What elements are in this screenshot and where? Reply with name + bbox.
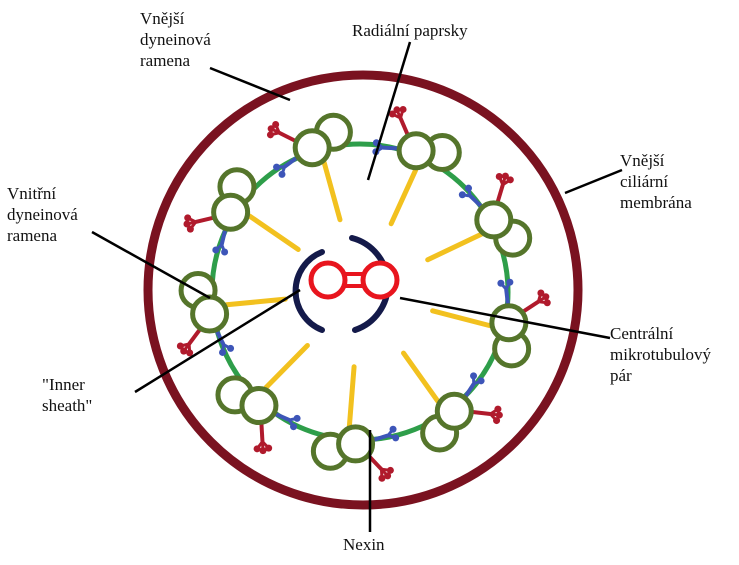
inner-dynein-head [459,191,466,198]
a-tubule [214,195,248,229]
radial-spoke [324,163,340,220]
label-line: ramena [7,225,78,246]
outer-dynein-arm [196,218,213,222]
label-line: dyneinová [140,29,211,50]
label-line: ramena [140,50,211,71]
inner-dynein-head [506,279,513,286]
inner-dynein-head [227,345,234,352]
central-microtubule-left [311,263,345,297]
label-line: pár [610,365,711,386]
radial-spoke [391,170,415,224]
central-microtubule-right [363,263,397,297]
outer-dynein-head [183,221,190,228]
outer-dynein-head [400,106,407,113]
a-tubule [437,394,471,428]
inner-dynein-head [219,349,226,356]
label-line: ciliární [620,171,692,192]
label-nexin: Nexin [343,534,385,555]
label-line: sheath" [42,395,92,416]
a-tubule [242,389,276,423]
label-central-pair: Centrální mikrotubulový pár [610,323,711,386]
label-ciliary-membrane: Vnější ciliární membrána [620,150,692,213]
label-inner-dynein-arms: Vnitřní dyneinová ramena [7,183,78,246]
a-tubule [477,203,511,237]
outer-dynein-arm [498,185,503,202]
inner-dynein-head [390,426,397,433]
label-line: Vnitřní [7,183,78,204]
leader-membrane [565,170,622,193]
outer-dynein-arm [261,424,262,442]
inner-dynein-head [294,415,301,422]
outer-dynein-head [542,293,549,300]
label-line: Vnější [620,150,692,171]
radial-spoke [404,353,438,401]
label-line: mikrotubulový [610,344,711,365]
outer-dynein-arm [523,302,538,312]
inner-dynein-head [290,423,297,430]
outer-dynein-arm [279,133,295,141]
outer-dynein-head [493,417,500,424]
radial-spokes [227,163,490,426]
inner-dynein-head [478,377,485,384]
outer-dynein-head [177,342,184,349]
a-tubule [399,134,433,168]
outer-dynein-arm [400,118,407,134]
leader-outer-dynein [210,68,290,100]
label-outer-dynein-arms: Vnější dyneinová ramena [140,8,211,71]
inner-dynein-head [465,185,472,192]
a-tubule [339,427,373,461]
radial-spoke [349,367,354,426]
outer-dynein-head [184,214,191,221]
a-tubule [193,297,227,331]
label-line: Centrální [610,323,711,344]
inner-dynein-head [221,249,228,256]
outer-dynein-head [496,173,503,180]
outer-dynein-arms [177,106,551,482]
inner-dynein-head [470,372,477,379]
outer-microtubule-doublets [181,115,530,468]
inner-dynein-head [497,280,504,287]
a-tubule [492,306,526,340]
outer-dynein-head [393,106,400,113]
label-line: Vnější [140,8,211,29]
inner-dynein-head [212,246,219,253]
outer-dynein-head [259,447,266,454]
inner-dynein-head [273,164,280,171]
inner-dynein-head [278,171,285,178]
a-tubule [295,131,329,165]
outer-dynein-head [544,299,551,306]
outer-dynein-head [507,176,514,183]
label-line: Radiální paprsky [352,20,468,41]
outer-dynein-head [494,406,501,413]
radial-spoke [428,234,481,259]
label-line: "Inner [42,374,92,395]
inner-dynein-head [392,434,399,441]
radial-spoke [250,216,299,249]
outer-dynein-arm [189,330,200,344]
outer-dynein-head [272,121,279,128]
label-radial-spokes: Radiální paprsky [352,20,468,41]
outer-dynein-head [254,445,261,452]
outer-dynein-head [378,475,385,482]
radial-spoke [266,345,307,387]
label-inner-sheath: "Inner sheath" [42,374,92,416]
outer-dynein-head [267,131,274,138]
label-line: dyneinová [7,204,78,225]
outer-dynein-arm [473,412,491,414]
label-line: membrána [620,192,692,213]
label-line: Nexin [343,534,385,555]
